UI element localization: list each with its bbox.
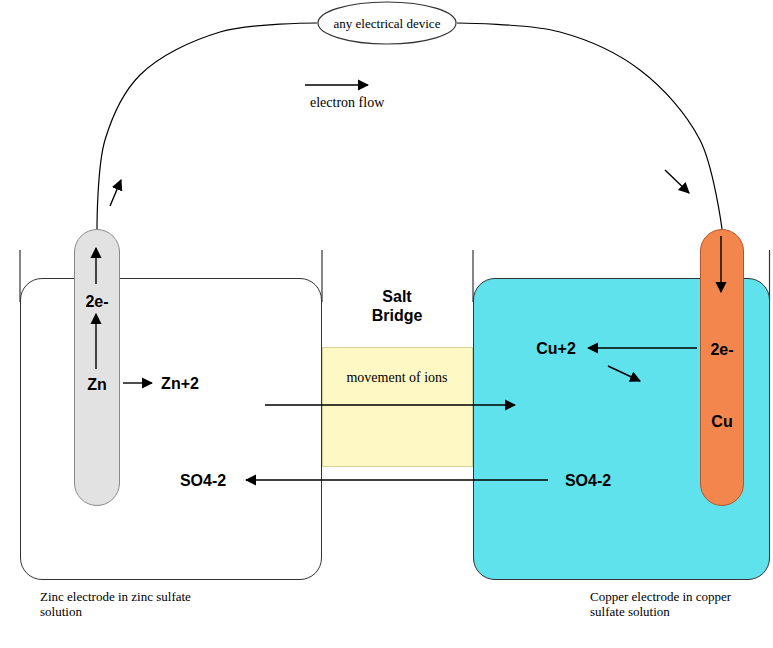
electron-arrow [305,84,368,85]
ion-label: Cu+2 [536,339,576,358]
device-ellipse: any electrical device [317,1,457,45]
ion-arrow [123,382,152,383]
electron-arrow [665,170,689,193]
wire [97,23,317,229]
electron-label: 2e- [710,340,733,359]
copper-electrode: 2e- Cu [700,229,744,506]
zinc-beaker: 2e-ZnZn+2SO4-2Zinc electrode in zinc sul… [20,278,322,580]
ion-label: Zn+2 [161,374,199,393]
bridge-note: movement of ions [346,370,447,386]
beaker-caption: Copper electrode in copper sulfate solut… [590,589,742,619]
ion-arrow [608,366,640,381]
electron-label: 2e- [85,292,108,311]
beaker-wall [321,250,322,302]
salt-bridge: Salt Bridgemovement of ions [322,347,473,467]
ion-label: SO4-2 [180,471,226,490]
ellipse-shape [318,2,456,44]
ion-arrow [588,347,697,348]
wire [457,23,722,229]
element-label: Cu [711,412,732,431]
beaker-caption: Zinc electrode in zinc sulfate solution [40,589,192,619]
electron-arrow [110,180,121,206]
element-label: Zn [87,375,107,394]
ion-arrow [246,479,548,480]
copper-beaker: 2e-CuCu+2SO4-2Copper electrode in copper… [473,278,770,580]
electron-arrow [95,314,96,369]
flow-label: electron flow [310,95,384,111]
electron-arrow [95,248,96,284]
ion-label: SO4-2 [565,471,611,490]
bridge-heading: Salt Bridge [357,287,437,325]
device-label: any electrical device [331,16,443,31]
ion-arrow [265,404,515,405]
zinc-electrode: 2e- Zn [74,229,120,506]
electron-arrow [720,236,721,292]
